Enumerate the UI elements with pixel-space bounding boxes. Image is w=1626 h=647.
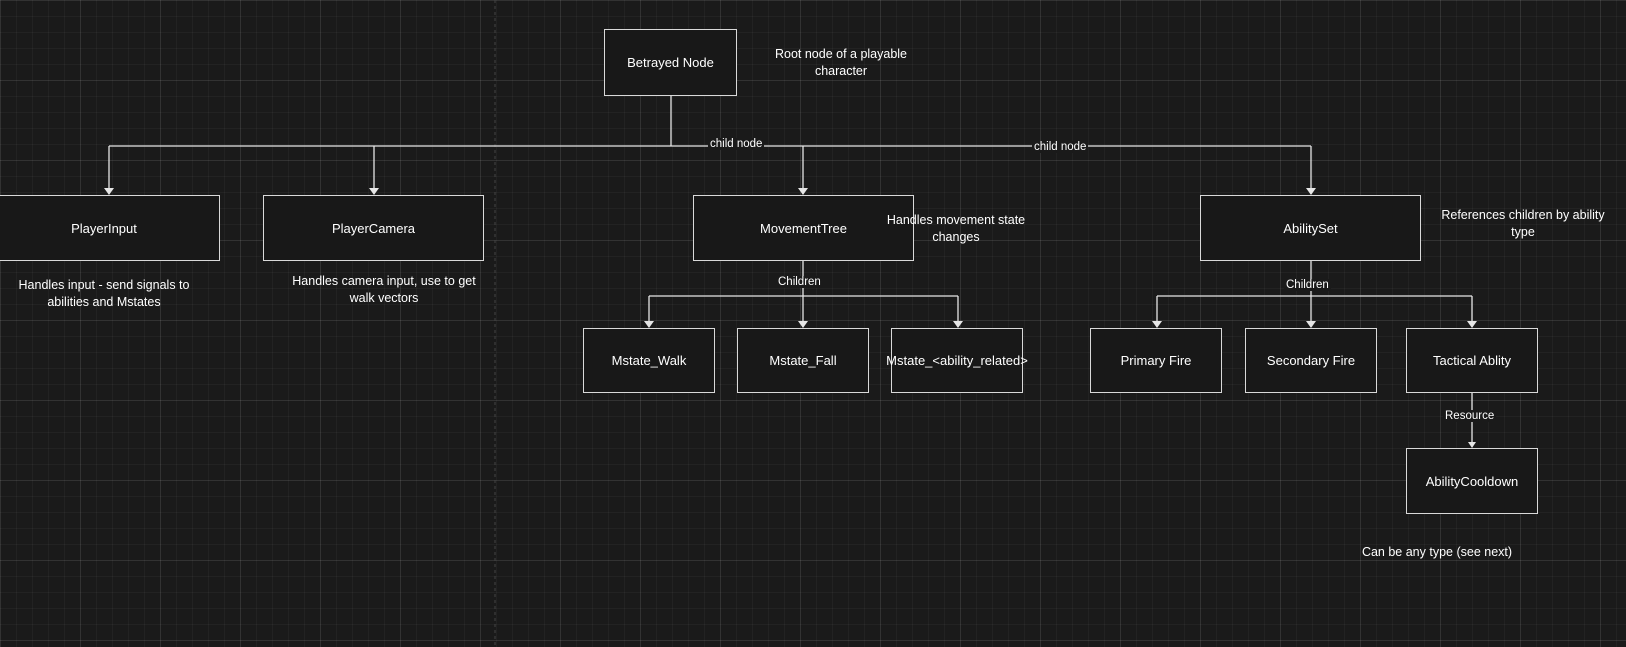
note-root: Root node of a playable character <box>774 47 908 78</box>
node-secondary-fire[interactable]: Secondary Fire <box>1245 328 1377 393</box>
node-player-input[interactable]: PlayerInput <box>0 195 220 261</box>
note-any-type: Can be any type (see next) <box>1361 545 1513 559</box>
arrowhead <box>953 321 963 328</box>
node-tactical-ability[interactable]: Tactical Ablity <box>1406 328 1538 393</box>
node-label: Mstate_Walk <box>611 353 687 368</box>
node-label: Tactical Ablity <box>1432 353 1512 368</box>
arrowhead <box>1152 321 1162 328</box>
edge-label-children: Children <box>776 276 823 288</box>
edge-label-child-node: child node <box>708 138 765 150</box>
node-label: MovementTree <box>760 220 847 236</box>
note-ability-set: References children by ability type <box>1441 208 1605 239</box>
arrowhead <box>1467 321 1477 328</box>
node-betrayed[interactable]: Betrayed Node <box>604 29 737 96</box>
node-ability-set[interactable]: AbilitySet <box>1200 195 1421 261</box>
edge-label-resource: Resource <box>1443 410 1497 422</box>
note-player-input: Handles input - send signals to abilitie… <box>18 278 190 309</box>
node-mstate-fall[interactable]: Mstate_Fall <box>737 328 869 393</box>
node-movement-tree[interactable]: MovementTree <box>693 195 914 261</box>
node-label: Betrayed Node <box>627 55 714 70</box>
node-mstate-ability[interactable]: Mstate_<ability_related> <box>886 328 1028 393</box>
note-player-camera: Handles camera input, use to get walk ve… <box>292 274 476 305</box>
node-player-camera[interactable]: PlayerCamera <box>263 195 484 261</box>
edge-label-children: Children <box>1284 279 1331 291</box>
node-primary-fire[interactable]: Primary Fire <box>1090 328 1222 393</box>
arrowhead <box>1306 321 1316 328</box>
node-label: Mstate_Fall <box>769 353 837 368</box>
node-label: PlayerInput <box>71 220 137 236</box>
node-mstate-walk[interactable]: Mstate_Walk <box>583 328 715 393</box>
arrowhead <box>369 188 379 195</box>
node-label: Primary Fire <box>1120 353 1192 368</box>
note-movement-tree: Handles movement state changes <box>886 213 1026 244</box>
arrowhead <box>644 321 654 328</box>
node-label: PlayerCamera <box>331 220 416 236</box>
node-label: AbilitySet <box>1283 220 1338 236</box>
node-label: Secondary Fire <box>1266 353 1356 368</box>
edge-label-child-node: child node <box>1032 141 1089 153</box>
arrowhead <box>1306 188 1316 195</box>
node-label: AbilityCooldown <box>1425 473 1519 489</box>
arrowhead <box>104 188 114 195</box>
node-ability-cooldown[interactable]: AbilityCooldown <box>1406 448 1538 514</box>
arrowhead <box>1468 442 1476 448</box>
arrowhead <box>798 321 808 328</box>
node-label: Mstate_<ability_related> <box>886 353 1028 368</box>
arrowhead <box>798 188 808 195</box>
